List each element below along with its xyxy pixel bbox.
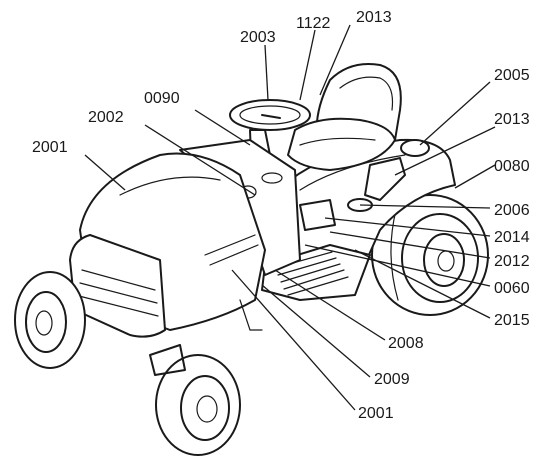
callout-2001-left: 2001	[32, 139, 68, 156]
callout-2014: 2014	[494, 229, 530, 246]
callout-0090: 0090	[144, 90, 180, 107]
callout-0080: 0080	[494, 158, 530, 175]
callout-2015: 2015	[494, 312, 530, 329]
callout-1122: 1122	[296, 15, 331, 32]
rear-right-wheel	[371, 194, 489, 316]
callout-2003: 2003	[240, 29, 276, 46]
tractor-illustration	[14, 63, 489, 456]
callout-0060: 0060	[494, 280, 530, 297]
seat	[287, 63, 402, 171]
callout-2009: 2009	[374, 371, 410, 388]
front-left-wheel	[14, 271, 86, 369]
callout-2002: 2002	[88, 109, 124, 126]
front-right-wheel	[155, 354, 241, 456]
callout-2001-bottom: 2001	[358, 405, 394, 422]
callout-2008: 2008	[388, 335, 424, 352]
callout-2013-top: 2013	[356, 9, 392, 26]
callout-2013-right: 2013	[494, 111, 530, 128]
callout-labels: 2003 1122 2013 0090 2002 2001 2005 2013 …	[32, 9, 530, 422]
callout-2005: 2005	[494, 67, 530, 84]
callout-2012: 2012	[494, 253, 530, 270]
front-grille	[69, 234, 166, 338]
callout-2006: 2006	[494, 202, 530, 219]
front-axle	[149, 299, 263, 376]
leader-lines	[84, 24, 496, 411]
